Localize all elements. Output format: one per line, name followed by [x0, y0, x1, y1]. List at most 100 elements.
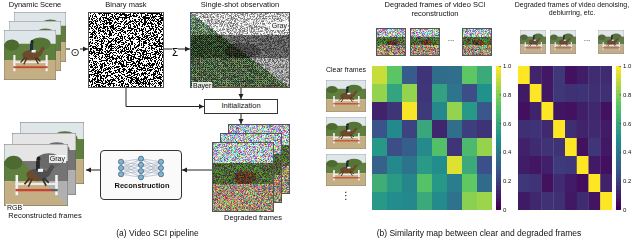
panel-caption: (a) Video SCI pipeline: [0, 229, 315, 239]
net-neuron: [158, 172, 163, 177]
colorbar-step: [496, 154, 501, 158]
image-stack: Degraded frames: [212, 124, 294, 225]
net-link: [121, 165, 141, 174]
text-slot: 0: [623, 206, 638, 214]
tree: [520, 35, 527, 40]
connector: [86, 168, 100, 173]
colorbar-tick: [620, 152, 622, 153]
rider-legs: [347, 167, 350, 169]
colorbar-step: [616, 98, 621, 102]
noise-image: [88, 12, 164, 88]
colorbar-step: [496, 70, 501, 74]
heatmap-cell: [462, 84, 477, 102]
frame-border: [520, 30, 546, 54]
heatmap-cell: [402, 120, 417, 138]
heatmap-cell: [372, 102, 387, 120]
colorbar-tick: [500, 152, 502, 153]
tree: [5, 156, 23, 170]
colorbar-step: [496, 142, 501, 146]
heatmap-cell: [577, 84, 589, 102]
heatmap-cell: [432, 120, 447, 138]
text-slot: Reconstructed frames: [4, 212, 86, 221]
horse-neck: [352, 90, 358, 96]
colorbar-step: [616, 174, 621, 178]
text-slot: ...: [442, 34, 460, 43]
text-slot: Σ: [167, 42, 183, 60]
rider-head: [346, 86, 348, 88]
heatmap-cell: [565, 192, 577, 210]
frame-border: [550, 30, 576, 54]
image-title: Single-shot observation: [190, 1, 290, 10]
heatmap-cell: [477, 192, 492, 210]
heatmap-cell: [462, 138, 477, 156]
ground: [4, 181, 68, 206]
heatmap-cell: [600, 156, 612, 174]
horse-legs: [558, 43, 568, 46]
colorbar-step: [616, 190, 621, 194]
arrow-head: [182, 168, 187, 173]
fence-post: [541, 42, 542, 50]
heatmap-cell: [372, 156, 387, 174]
net-link: [141, 168, 161, 177]
heatmap-cell: [553, 156, 565, 174]
process-box: Initialization: [204, 99, 278, 114]
horse-legs: [339, 172, 354, 176]
heatmap-cell: [477, 102, 492, 120]
region-label: Gray: [49, 155, 66, 163]
colorbar-step: [616, 114, 621, 118]
rider-legs: [347, 130, 350, 132]
text-slot: ⊙: [67, 42, 83, 60]
heatmap-cell: [432, 156, 447, 174]
text-slot: ⋮: [338, 190, 354, 202]
ground: [550, 44, 576, 54]
rider-head: [611, 35, 613, 37]
fence-rail: [333, 100, 359, 101]
colorbar-step: [496, 86, 501, 90]
noise-image: [462, 28, 492, 56]
image-title: Degraded frames: [212, 214, 294, 223]
horse-neck: [45, 164, 55, 176]
heatmap-cell: [417, 138, 432, 156]
ellipsis: ...: [442, 34, 460, 43]
text-slot: 0.2: [623, 177, 638, 185]
colorbar-step: [616, 70, 621, 74]
heatmap-cell: [542, 102, 554, 120]
rider-legs: [38, 169, 43, 172]
axis-title: Clear frames: [318, 66, 374, 74]
text-slot: Initialization: [205, 100, 277, 113]
heatmap-cell: [589, 120, 601, 138]
frame-border: [326, 80, 366, 112]
colorbar-step: [496, 182, 501, 186]
colorbar-step: [616, 186, 621, 190]
rider-head: [31, 40, 34, 44]
horse-neck: [567, 38, 571, 43]
heatmap-cell: [432, 192, 447, 210]
text-slot: Degraded frames of video denoising, debl…: [506, 1, 638, 17]
fence-rail: [555, 47, 572, 49]
heatmap-cell: [542, 138, 554, 156]
tree: [346, 122, 362, 130]
tree: [326, 160, 337, 167]
net-neuron: [138, 156, 143, 161]
heatmap-cell: [447, 174, 462, 192]
ground: [520, 44, 546, 54]
rider-legs: [347, 93, 350, 95]
colorbar-step: [616, 126, 621, 130]
scene-photo: [520, 30, 546, 54]
colorbar-step: [616, 118, 621, 122]
frame-border: [4, 30, 56, 80]
tree: [563, 34, 573, 40]
connector-line: [126, 88, 204, 107]
heatmap-cell: [417, 120, 432, 138]
tick-label: 0: [503, 206, 518, 214]
heatmap-cell: [402, 192, 417, 210]
colorbar-step: [496, 198, 501, 202]
text-slot: (a) Video SCI pipeline: [0, 229, 315, 239]
text-slot: Reconstruction: [101, 182, 183, 191]
frame-border: [326, 117, 366, 149]
scene-photo: [550, 30, 576, 54]
tree: [326, 86, 337, 93]
horse-neck: [615, 38, 619, 43]
ellipsis: ⋮: [338, 190, 354, 202]
colorbar-step: [496, 106, 501, 110]
